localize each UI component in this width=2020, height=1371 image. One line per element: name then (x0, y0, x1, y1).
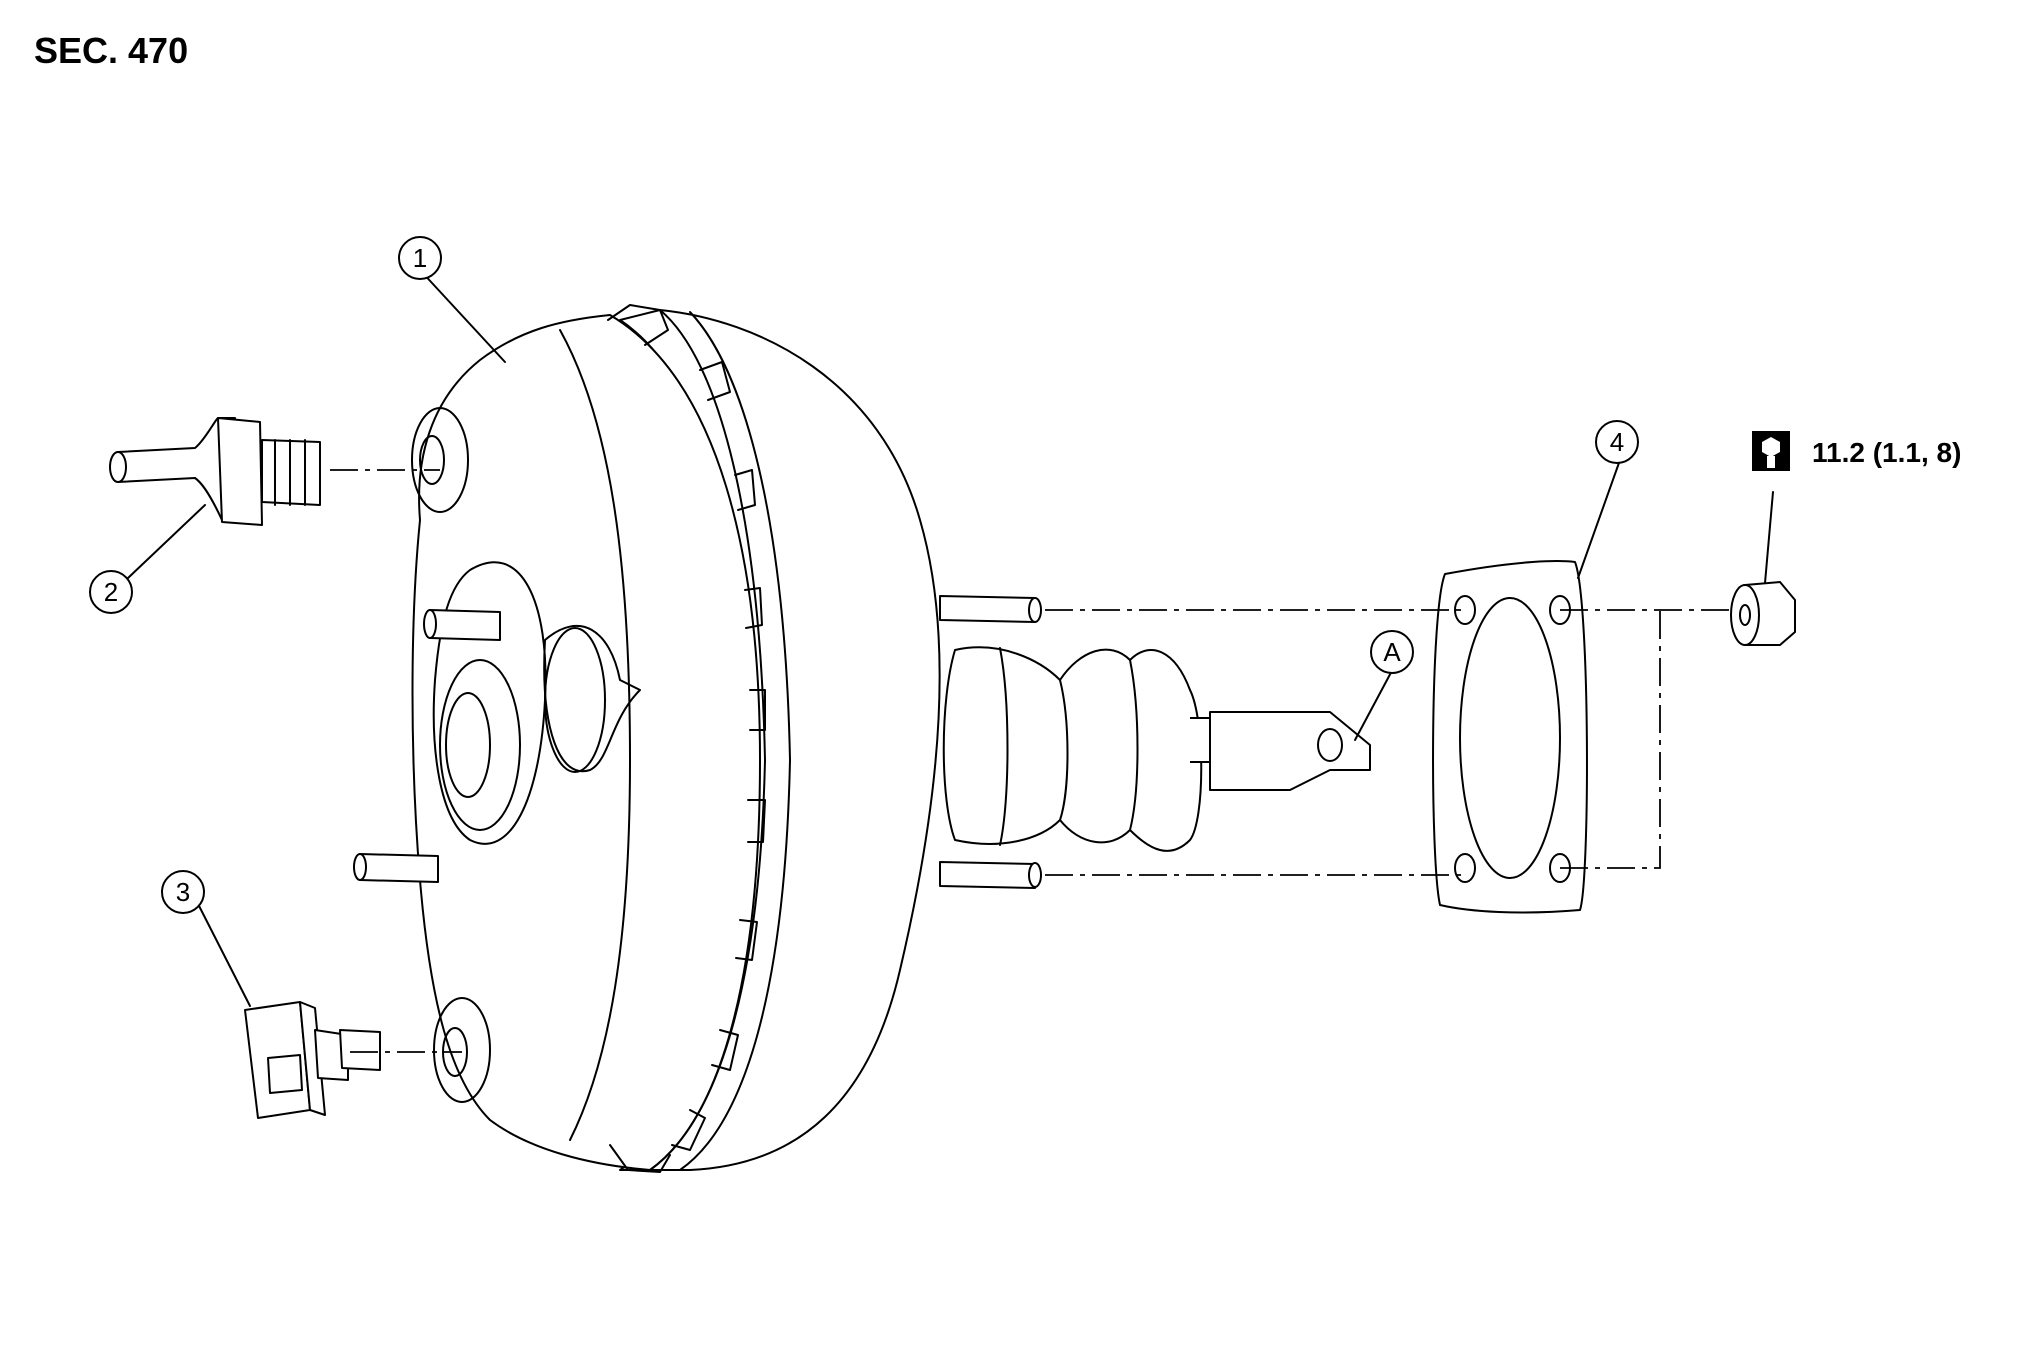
section-label: SEC. 470 (34, 30, 189, 71)
svg-text:2: 2 (104, 577, 118, 607)
callout-4: 4 (1595, 420, 1639, 464)
check-valve (109, 417, 321, 526)
nut (1730, 581, 1796, 646)
leader-lines (127, 269, 1774, 1007)
callout-3: 3 (161, 870, 205, 914)
callout-a: A (1370, 630, 1414, 674)
brake-booster (353, 304, 941, 1173)
clevis (1209, 711, 1371, 791)
assembly-lines (330, 469, 1730, 1053)
svg-text:4: 4 (1610, 427, 1624, 457)
booster-pressure-sensor (244, 1001, 381, 1119)
gasket (1432, 560, 1588, 914)
callout-2: 2 (89, 570, 133, 614)
svg-text:1: 1 (413, 243, 427, 273)
booster-rear-assembly (939, 595, 1371, 889)
svg-text:3: 3 (176, 877, 190, 907)
torque-wrench-icon (1752, 431, 1790, 471)
callout-1: 1 (398, 236, 442, 280)
svg-text:A: A (1383, 637, 1401, 667)
torque-spec: 11.2 (1.1, 8) (1752, 431, 1961, 471)
torque-value: 11.2 (1.1, 8) (1812, 437, 1961, 468)
